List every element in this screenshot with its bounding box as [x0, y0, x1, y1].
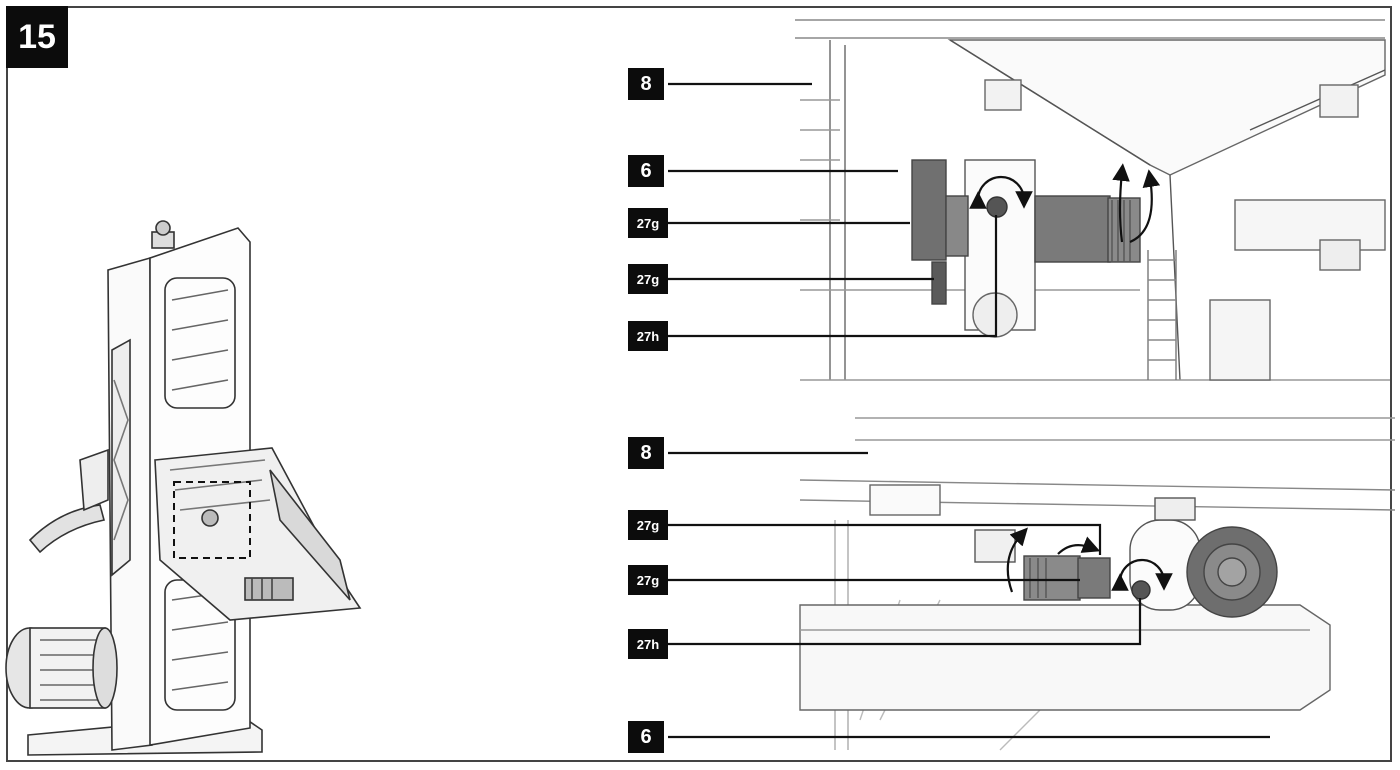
bandsaw-overview: [5, 220, 362, 756]
callout-27g-top-b: 27g: [628, 264, 668, 294]
callout-8-bottom: 8: [628, 437, 664, 469]
figure-number: 15: [6, 6, 68, 68]
callout-6-top: 6: [628, 155, 664, 187]
detail-bottom: [799, 417, 1396, 751]
callout-6-bottom: 6: [628, 721, 664, 753]
callout-8-top: 8: [628, 68, 664, 100]
detail-top: [795, 19, 1390, 381]
callout-27g-bottom-a: 27g: [628, 510, 668, 540]
leader-lines: [668, 82, 1270, 739]
leader-27h-bottom: [668, 598, 1142, 646]
callout-27g-bottom-b: 27g: [628, 565, 668, 595]
leader-27h-top: [668, 215, 998, 338]
callout-27g-top-a: 27g: [628, 208, 668, 238]
callout-27h-top: 27h: [628, 321, 668, 351]
callout-27h-bottom: 27h: [628, 629, 668, 659]
leader-27g-bottom-a: [668, 523, 1102, 555]
